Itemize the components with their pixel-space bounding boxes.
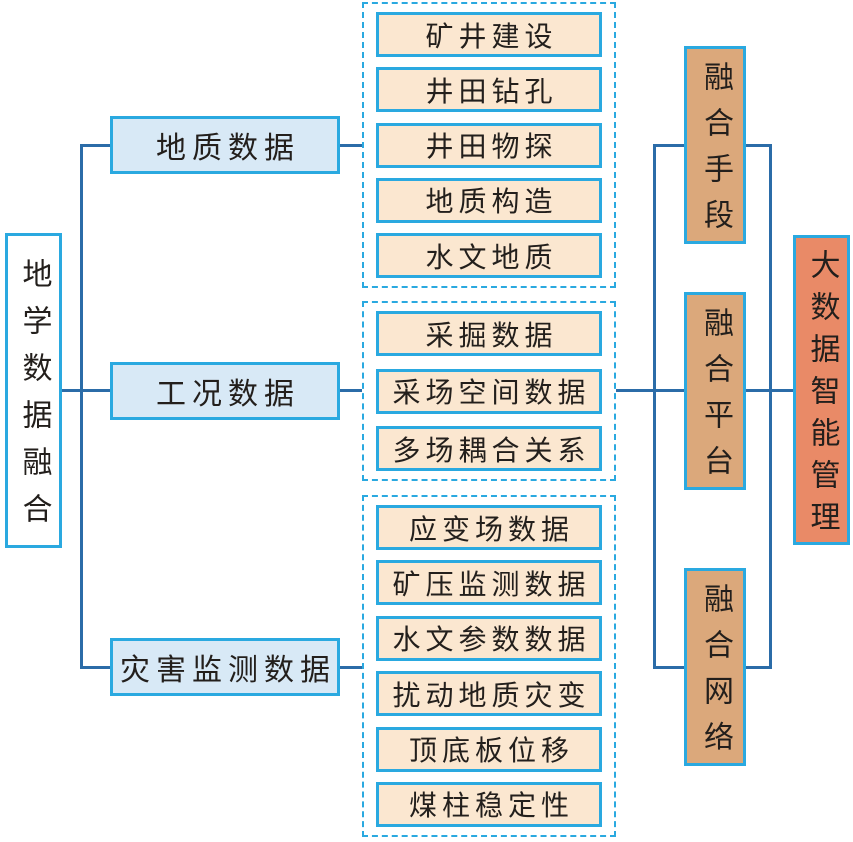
item-mining-data: 采掘数据: [376, 311, 602, 356]
node-fusion-means: 融合手段: [684, 46, 746, 245]
node-geological-data: 地质数据: [110, 116, 340, 174]
item-label: 矿压监测数据: [392, 569, 591, 601]
item-disturbance-geological-catastrophe: 扰动地质灾变: [376, 671, 602, 717]
item-label: 扰动地质灾变: [392, 680, 591, 712]
node-geoscience-data-fusion: 地学数据融合: [5, 233, 62, 548]
group-disaster-monitoring-items: 应变场数据 矿压监测数据 水文参数数据 扰动地质灾变 顶底板位移 煤柱稳定性: [362, 495, 616, 837]
connector-root-to-branch: [62, 389, 110, 392]
node-big-data-intelligent-management: 大数据智能管理: [793, 235, 850, 545]
item-roof-floor-displacement: 顶底板位移: [376, 726, 602, 772]
item-multifield-coupling: 多场耦合关系: [376, 426, 602, 471]
node-label: 融合网络: [699, 583, 732, 767]
node-label: 地质数据: [156, 132, 300, 165]
item-label: 矿井建设: [425, 21, 558, 53]
node-label: 融合平台: [699, 307, 732, 491]
item-label: 地质构造: [425, 187, 558, 219]
item-label: 水文地质: [425, 242, 558, 274]
item-label: 井田钻孔: [425, 76, 558, 108]
node-working-condition-data: 工况数据: [110, 362, 340, 420]
connector-working-to-group2: [340, 389, 362, 392]
branch-vertical-line: [80, 144, 83, 669]
connector-disaster-to-group3: [340, 666, 362, 669]
item-minefield-geophysics: 井田物探: [376, 122, 602, 168]
item-mine-construction: 矿井建设: [376, 12, 602, 57]
node-fusion-network: 融合网络: [684, 568, 746, 767]
group-geological-items: 矿井建设 井田钻孔 井田物探 地质构造 水文地质: [362, 2, 616, 288]
item-label: 井田物探: [425, 132, 558, 163]
node-disaster-monitoring-data: 灾害监测数据: [110, 638, 340, 696]
item-strain-field-data: 应变场数据: [376, 505, 602, 550]
item-label: 多场耦合关系: [392, 435, 591, 467]
item-stope-spatial-data: 采场空间数据: [376, 368, 602, 414]
node-label: 融合手段: [699, 61, 732, 245]
item-coal-pillar-stability: 煤柱稳定性: [376, 781, 602, 827]
item-minefield-drilling: 井田钻孔: [376, 67, 602, 113]
item-label: 煤柱稳定性: [408, 791, 574, 823]
node-fusion-platform: 融合平台: [684, 292, 746, 491]
item-label: 应变场数据: [408, 514, 574, 546]
node-label: 灾害监测数据: [120, 654, 336, 687]
connector-branch-to-geology: [80, 144, 110, 147]
item-hydrological-parameters: 水文参数数据: [376, 615, 602, 661]
item-hydrogeology: 水文地质: [376, 233, 602, 278]
item-geological-structure: 地质构造: [376, 177, 602, 223]
item-label: 顶底板位移: [408, 736, 574, 768]
node-label: 大数据智能管理: [805, 249, 839, 543]
item-label: 采掘数据: [425, 320, 558, 352]
item-mine-pressure-monitoring: 矿压监测数据: [376, 560, 602, 606]
node-label: 地学数据融合: [17, 258, 51, 540]
connector-geology-to-group1: [340, 144, 362, 147]
group-working-condition-items: 采掘数据 采场空间数据 多场耦合关系: [362, 301, 616, 481]
connector-branch-to-disaster: [80, 666, 110, 669]
item-label: 水文参数数据: [392, 625, 591, 657]
node-label: 工况数据: [156, 378, 300, 411]
item-label: 采场空间数据: [392, 378, 591, 409]
